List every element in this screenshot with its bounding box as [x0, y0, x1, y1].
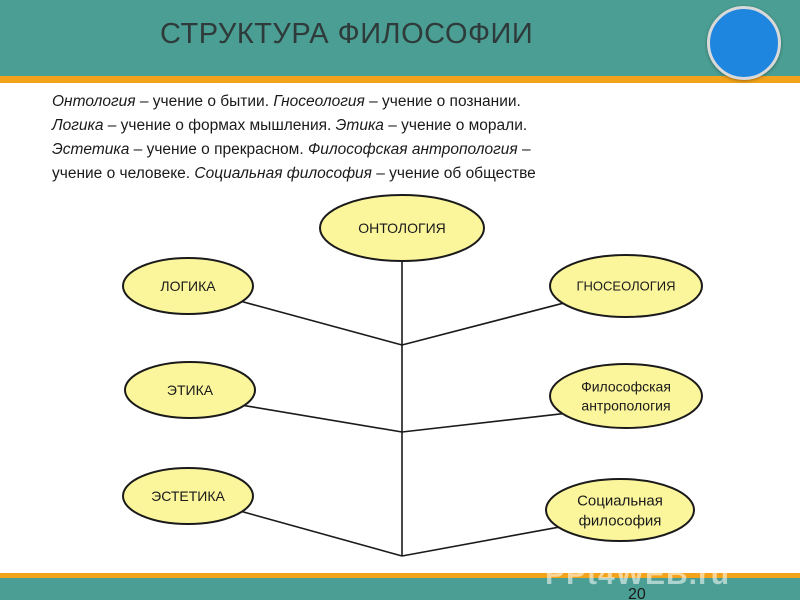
intro-line-3: Эстетика – учение о прекрасном. Философс… — [52, 138, 692, 162]
definition-text: – учение об обществе — [371, 165, 536, 182]
intro-line-4: учение о человеке. Социальная философия … — [52, 162, 692, 186]
intro-line-1: Онтология – учение о бытии. Гносеология … — [52, 90, 692, 114]
node-aesthetics-label: ЭСТЕТИКА — [151, 488, 225, 504]
node-gnoseology-shape — [549, 254, 703, 318]
term-anthropology: Философская антропология — [307, 141, 518, 158]
definition-text: – учение о познании. — [364, 93, 521, 110]
node-ethics-label: ЭТИКА — [167, 382, 214, 398]
header-accent-stripe — [0, 76, 800, 83]
term-social-philosophy: Социальная философия — [194, 165, 372, 182]
term-ethics: Этика — [335, 117, 384, 134]
intro-text: Онтология – учение о бытии. Гносеология … — [52, 90, 692, 186]
edge-logic — [241, 300, 403, 346]
term-logic: Логика — [52, 117, 104, 134]
node-ontology-shape — [319, 194, 485, 262]
node-social-label: Социальная — [577, 492, 663, 509]
corner-circle-icon — [707, 6, 781, 80]
term-ontology: Онтология — [52, 93, 136, 110]
intro-line-2: Логика – учение о формах мышления. Этика… — [52, 114, 692, 138]
node-gnoseology-label: ГНОСЕОЛОГИЯ — [577, 279, 676, 294]
node-ontology: ОНТОЛОГИЯ — [319, 194, 485, 262]
node-anthropology-label: антропология — [581, 397, 670, 413]
definition-text: – учение о морали. — [383, 117, 528, 134]
node-logic-shape — [122, 257, 254, 315]
node-social-label: философия — [579, 512, 662, 529]
node-logic: ЛОГИКА — [122, 257, 254, 315]
edge-anthropology — [401, 412, 564, 433]
node-logic-label: ЛОГИКА — [160, 278, 216, 294]
node-anthropology-shape — [549, 363, 703, 429]
definition-text: – учение о формах мышления. — [103, 117, 336, 134]
page-number: 20 — [628, 586, 646, 600]
header-band — [0, 0, 800, 76]
watermark: PPt4WEB.ru — [545, 558, 731, 591]
definition-text: – учение о бытии. — [135, 93, 274, 110]
edge-ethics — [243, 404, 403, 433]
node-aesthetics-shape — [122, 467, 254, 525]
edge-gnoseology — [401, 302, 564, 346]
node-anthropology: Философская антропология — [549, 363, 703, 429]
slide-title: СТРУКТУРА ФИЛОСОФИИ — [160, 18, 534, 50]
node-aesthetics: ЭСТЕТИКА — [122, 467, 254, 525]
footer-accent-stripe — [0, 573, 800, 578]
definition-text: – — [517, 141, 531, 158]
node-gnoseology: ГНОСЕОЛОГИЯ — [549, 254, 703, 318]
diagram-edges — [241, 261, 564, 557]
node-ethics-shape — [124, 361, 256, 419]
term-gnoseology: Гносеология — [273, 93, 365, 110]
footer-band — [0, 578, 800, 600]
node-ethics: ЭТИКА — [124, 361, 256, 419]
edge-social — [401, 526, 560, 557]
edge-aesthetics — [241, 510, 403, 557]
diagram-nodes: ОНТОЛОГИЯ ЛОГИКА ЭТИКА ЭСТЕТИКА ГНОСЕОЛОГИЯ Ф… — [122, 194, 703, 542]
node-social: Социальная философия — [545, 478, 695, 542]
node-social-shape — [545, 478, 695, 542]
definition-text: – учение о прекрасном. — [129, 141, 308, 158]
term-aesthetics: Эстетика — [52, 141, 130, 158]
node-ontology-label: ОНТОЛОГИЯ — [358, 220, 446, 236]
node-anthropology-label: Философская — [581, 378, 671, 394]
definition-text: учение о человеке. — [52, 165, 195, 182]
